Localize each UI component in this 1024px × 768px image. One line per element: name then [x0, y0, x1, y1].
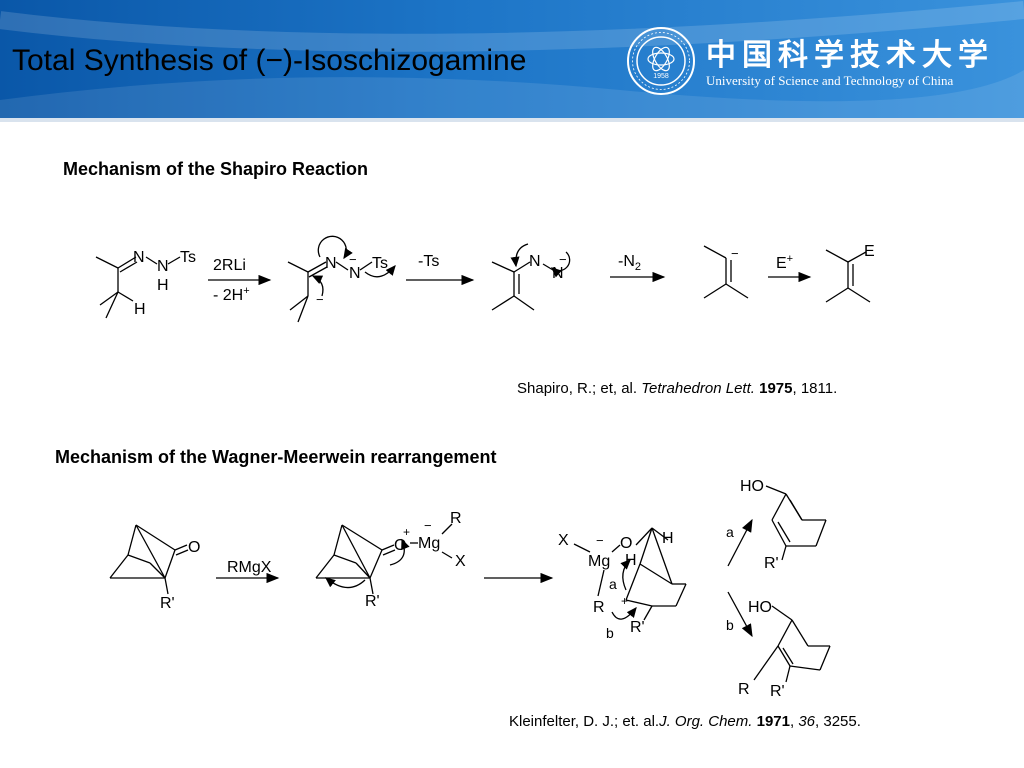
atom-ho: HO — [748, 599, 772, 616]
wm-arrow-b — [727, 591, 753, 638]
atom-n: N — [552, 265, 564, 282]
atom-n: N — [157, 258, 169, 275]
atom-r-prime: R' — [365, 593, 380, 610]
atom-r-prime: R' — [770, 683, 785, 700]
shapiro-vinyl-diazene — [491, 243, 571, 311]
atom-o: O — [620, 535, 632, 552]
path-label-b: b — [606, 625, 614, 641]
wm-carbocation — [573, 527, 687, 621]
atom-h: H — [662, 530, 674, 547]
shapiro-hydrazone — [95, 256, 181, 319]
reagent-minus-n2: -N2 — [618, 253, 641, 273]
atom-r: R — [450, 510, 462, 527]
path-label-a: a — [609, 576, 617, 592]
atom-n: N — [133, 249, 145, 266]
shapiro-dianion — [287, 235, 396, 323]
charge-minus: − — [559, 252, 567, 267]
charge-minus: − — [424, 518, 432, 533]
atom-h: H — [134, 301, 146, 318]
charge-plus: + — [621, 594, 628, 608]
wagner-meerwein-heading: Mechanism of the Wagner-Meerwein rearran… — [55, 447, 497, 467]
wm-product-b — [753, 605, 831, 683]
charge-minus: − — [731, 246, 739, 261]
atom-o: O — [394, 537, 406, 554]
wm-magnesium-complex — [315, 523, 453, 595]
reagent-rli: 2RLi — [213, 257, 246, 274]
wm-norbornanone — [109, 524, 189, 595]
atom-ts: Ts — [372, 255, 388, 272]
atom-mg: Mg — [588, 553, 610, 570]
shapiro-vinyl-anion — [703, 245, 749, 299]
shapiro-heading: Mechanism of the Shapiro Reaction — [63, 159, 369, 179]
atom-r-prime: R' — [764, 555, 779, 572]
reagent-electrophile: E+ — [776, 253, 793, 272]
university-seal-icon: 1958 — [627, 27, 695, 95]
atom-o: O — [188, 539, 200, 556]
shapiro-reference: Shapiro, R.; et, al. Tetrahedron Lett. 1… — [517, 380, 838, 397]
atom-x: X — [558, 532, 569, 549]
reagent-minus-proton: - 2H+ — [213, 285, 250, 304]
atom-mg: Mg — [418, 535, 440, 552]
path-label-b: b — [726, 617, 734, 633]
atom-ho: HO — [740, 478, 764, 495]
charge-minus: − — [596, 533, 604, 548]
charge-minus: − — [316, 292, 324, 307]
slide-header: Total Synthesis of (−)-Isoschizogamine 1… — [0, 0, 1024, 118]
reagent-rmgx: RMgX — [227, 559, 272, 576]
wagner-meerwein-reference: Kleinfelter, D. J.; et. al.J. Org. Chem.… — [509, 713, 861, 730]
atom-r-prime: R' — [160, 595, 175, 612]
atom-r-prime: R' — [630, 619, 645, 636]
university-name-chinese: 中国科学技术大学 — [706, 38, 994, 73]
wm-arrow-a — [727, 518, 753, 567]
atom-x: X — [455, 553, 466, 570]
atom-ts: Ts — [180, 249, 196, 266]
slide-title: Total Synthesis of (−)-Isoschizogamine — [12, 44, 527, 77]
charge-plus: + — [403, 525, 410, 539]
university-name-english: University of Science and Technology of … — [706, 73, 954, 88]
header-divider — [0, 118, 1024, 122]
path-label-a: a — [726, 524, 734, 540]
header-swoosh-decoration — [0, 1, 1024, 118]
reagent-minus-ts: -Ts — [418, 253, 439, 270]
atom-e: E — [864, 243, 875, 260]
atom-n: N — [349, 265, 361, 282]
atom-h: H — [625, 552, 637, 569]
atom-r: R — [738, 681, 750, 698]
shapiro-product — [825, 249, 871, 303]
wm-product-a — [765, 485, 827, 561]
atom-r: R — [593, 599, 605, 616]
atom-h: H — [157, 277, 169, 294]
seal-year: 1958 — [653, 73, 669, 80]
charge-minus: − — [349, 252, 357, 267]
atom-n: N — [325, 255, 337, 272]
atom-n: N — [529, 253, 541, 270]
